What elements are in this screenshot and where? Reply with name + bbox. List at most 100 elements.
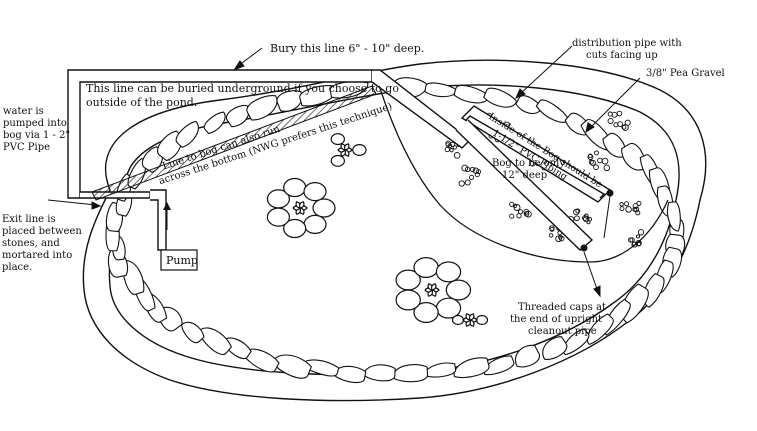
gravel-pebble bbox=[616, 110, 623, 117]
gravel-pebble bbox=[558, 234, 563, 240]
lily-pad bbox=[266, 207, 290, 227]
gravel-pebble bbox=[622, 124, 629, 131]
lily-pad bbox=[303, 182, 327, 202]
line-buried-text-1: This line can be buried underground if y… bbox=[86, 82, 399, 95]
gravel-pebble bbox=[624, 201, 630, 207]
lily-pad bbox=[445, 279, 472, 301]
threaded-caps-1: Threaded caps at bbox=[518, 302, 606, 313]
gravel-pebble bbox=[632, 206, 638, 212]
cap-upper bbox=[606, 189, 614, 197]
lily-pad bbox=[266, 189, 290, 209]
bog-depth-2: 12" deep bbox=[502, 170, 547, 181]
threaded-caps bbox=[580, 189, 614, 252]
lily-pad bbox=[413, 302, 439, 324]
gravel-pebble bbox=[635, 240, 642, 247]
pond-outline bbox=[82, 59, 707, 402]
exit-line-5: place. bbox=[2, 262, 32, 273]
gravel-pebble bbox=[619, 202, 624, 207]
stone bbox=[225, 105, 250, 128]
stone bbox=[621, 283, 649, 324]
stone bbox=[175, 120, 199, 148]
gravel-pebble bbox=[509, 213, 515, 219]
lily-pad-cluster bbox=[395, 257, 472, 324]
lily-pad bbox=[283, 218, 307, 239]
gravel-pebble bbox=[613, 122, 619, 128]
lily-pad bbox=[435, 261, 462, 283]
gravel-pebble bbox=[453, 152, 461, 159]
lily-flower-petal bbox=[430, 283, 437, 291]
gravel-pebble bbox=[582, 215, 588, 221]
gravel-pebble bbox=[512, 203, 518, 209]
pump: Pump bbox=[160, 202, 198, 271]
stone bbox=[424, 82, 458, 98]
lily-pad bbox=[312, 198, 336, 218]
gravel-pebble bbox=[607, 117, 614, 125]
stone bbox=[392, 364, 429, 383]
threaded-caps-3: cleanout pipe bbox=[528, 326, 597, 337]
gravel-pebble bbox=[588, 153, 593, 159]
gravel-pebble bbox=[603, 164, 611, 172]
gravel-pebble bbox=[464, 179, 471, 186]
gravel-pebble bbox=[588, 159, 594, 165]
lily-pad bbox=[303, 214, 327, 234]
water-pumped-4: PVC Pipe bbox=[3, 142, 50, 153]
gravel-pebble bbox=[449, 148, 454, 153]
gravel-pebble bbox=[468, 174, 475, 180]
gravel-pebble bbox=[587, 216, 593, 222]
gravel-pebble bbox=[573, 208, 580, 216]
gravel-pebble bbox=[635, 210, 641, 216]
stone bbox=[563, 328, 590, 356]
gravel-pebble bbox=[617, 121, 623, 127]
gravel-pebble bbox=[461, 164, 469, 172]
gravel-pebble bbox=[555, 235, 562, 243]
lily-pad bbox=[283, 177, 307, 198]
gravel-pebble bbox=[589, 159, 596, 166]
bottom-line-hatched bbox=[91, 85, 377, 201]
water-lilies bbox=[266, 133, 489, 327]
gravel-pebble bbox=[558, 235, 565, 242]
gravel-pebble bbox=[549, 226, 555, 232]
threaded-caps-2: the end of upright bbox=[510, 314, 602, 325]
gravel-pebble bbox=[625, 206, 632, 213]
pea-gravel-label: 3/8" Pea Gravel bbox=[646, 68, 725, 79]
pump-label: Pump bbox=[166, 254, 198, 267]
distribution-pipe-1: distribution pipe with bbox=[572, 38, 682, 49]
gravel-pebble bbox=[469, 166, 476, 173]
stone bbox=[542, 336, 568, 360]
gravel-pebble bbox=[458, 180, 465, 187]
gravel-pebble bbox=[474, 172, 480, 178]
gravel-pebble bbox=[611, 111, 618, 118]
stone bbox=[157, 130, 182, 162]
stone bbox=[203, 111, 226, 135]
stone bbox=[483, 87, 518, 108]
water-pumped-3: bog via 1 - 2" bbox=[3, 130, 70, 141]
lily-pad bbox=[352, 144, 367, 157]
gravel-pebble bbox=[513, 204, 521, 211]
stone bbox=[363, 364, 396, 382]
lily-pad bbox=[475, 314, 489, 326]
gravel-pebble bbox=[523, 208, 530, 215]
line-buried-text-2: outside of the pond. bbox=[86, 96, 197, 109]
lily-pad bbox=[330, 154, 345, 167]
gravel-pebble bbox=[601, 157, 609, 165]
bog-wall bbox=[377, 81, 669, 263]
lily-pad bbox=[330, 133, 345, 146]
gravel-pebble bbox=[575, 208, 581, 214]
lily-flower-petal bbox=[343, 143, 350, 151]
lily-pad-cluster bbox=[330, 133, 367, 167]
lily-pad bbox=[395, 269, 421, 291]
gravel-pebble bbox=[472, 167, 479, 174]
water-pumped-2: pumped into bbox=[3, 118, 67, 129]
gravel-pebble bbox=[445, 140, 452, 147]
stone bbox=[246, 95, 278, 121]
exit-line-4: mortared into bbox=[2, 250, 72, 261]
gravel-pebble bbox=[594, 150, 599, 156]
distribution-pipe-2: cuts facing up bbox=[586, 50, 658, 61]
stone bbox=[535, 99, 570, 123]
stone bbox=[666, 201, 681, 232]
stone bbox=[643, 273, 665, 308]
leader-lines bbox=[47, 45, 641, 298]
gravel-pebble bbox=[636, 200, 642, 206]
stone bbox=[453, 357, 490, 379]
stone bbox=[483, 355, 515, 376]
